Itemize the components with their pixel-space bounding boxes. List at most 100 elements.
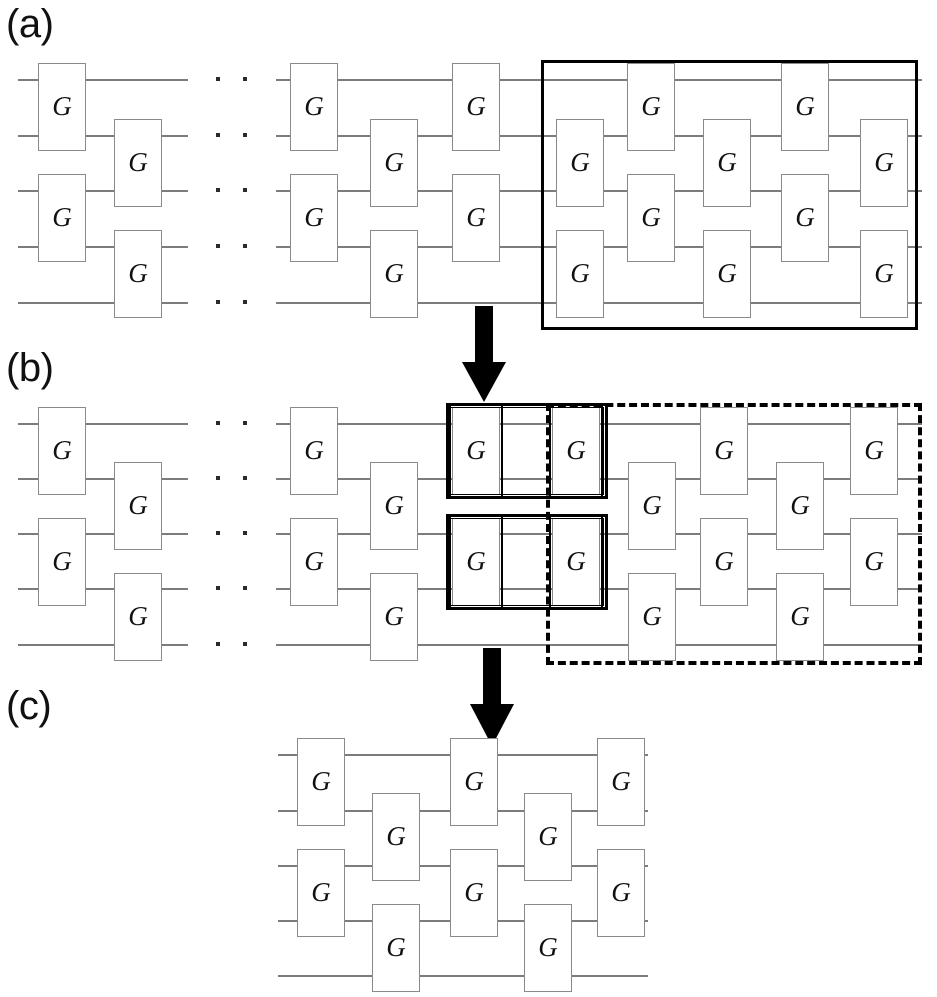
gate-label: G [384, 257, 404, 288]
gate-b-19: G [850, 518, 898, 606]
gate-a-17: G [781, 174, 829, 262]
ellipsis-dot-b-4 [216, 531, 220, 535]
ellipsis-dot-a-1 [243, 77, 247, 81]
ellipsis-dot-b-6 [216, 586, 220, 590]
gate-label: G [384, 489, 404, 520]
gate-b-7: G [370, 573, 418, 661]
gate-label: G [384, 146, 404, 177]
gate-label: G [874, 257, 894, 288]
gate-a-19: G [860, 230, 908, 318]
qubit-wire-b-4 [18, 644, 188, 646]
ellipsis-dot-a-5 [243, 188, 247, 192]
gate-label: G [466, 90, 486, 121]
double-outline-group-inner-1 [450, 518, 604, 606]
gate-a-7: G [370, 230, 418, 318]
panel-label-b: (b) [6, 346, 54, 390]
gate-label: G [566, 434, 586, 465]
ellipsis-dot-a-6 [216, 244, 220, 248]
gate-b-15: G [700, 518, 748, 606]
gate-label: G [52, 545, 72, 576]
gate-b-9: G [449, 515, 503, 609]
gate-a-16: G [781, 63, 829, 151]
ellipsis-dot-b-9 [243, 642, 247, 646]
gate-a-0: G [38, 63, 86, 151]
ellipsis-dot-a-2 [216, 133, 220, 137]
gate-label: G [311, 765, 331, 796]
gate-label: G [311, 876, 331, 907]
gate-label: G [52, 90, 72, 121]
gate-label: G [611, 876, 631, 907]
gate-b-1: G [38, 518, 86, 606]
ellipsis-dot-b-7 [243, 586, 247, 590]
gate-label: G [128, 600, 148, 631]
gate-b-6: G [370, 462, 418, 550]
gate-label: G [864, 545, 884, 576]
panel-b-dashed-region [546, 403, 922, 665]
gate-label: G [52, 434, 72, 465]
gate-label: G [795, 90, 815, 121]
ellipsis-dot-a-7 [243, 244, 247, 248]
gate-b-12: G [628, 462, 676, 550]
gate-label: G [717, 257, 737, 288]
gate-c-2: G [372, 793, 420, 881]
double-outline-group-inner-0 [450, 407, 604, 495]
gate-label: G [128, 146, 148, 177]
qubit-wire-b-0 [18, 423, 188, 425]
gate-c-0: G [297, 738, 345, 826]
gate-c-4: G [450, 738, 498, 826]
panel-a-highlight-box [541, 60, 918, 330]
gate-label: G [566, 545, 586, 576]
gate-label: G [466, 434, 486, 465]
gate-a-18: G [860, 119, 908, 207]
ellipsis-dot-a-0 [216, 77, 220, 81]
ellipsis-dot-a-9 [243, 300, 247, 304]
gate-label: G [128, 257, 148, 288]
gate-b-16: G [776, 462, 824, 550]
gate-label: G [570, 146, 590, 177]
gate-b-17: G [776, 573, 824, 661]
gate-a-6: G [370, 119, 418, 207]
double-outline-group-0 [446, 403, 608, 499]
gate-label: G [611, 765, 631, 796]
gate-label: G [714, 545, 734, 576]
ellipsis-dot-b-5 [243, 531, 247, 535]
panel-label-c: (c) [6, 684, 52, 728]
gate-b-8: G [449, 404, 503, 498]
gate-b-4: G [290, 407, 338, 495]
gate-label: G [642, 489, 662, 520]
qubit-wire-c-4 [278, 975, 648, 977]
gate-label: G [464, 765, 484, 796]
gate-c-3: G [372, 904, 420, 992]
gate-label: G [717, 146, 737, 177]
gate-c-7: G [524, 904, 572, 992]
gate-label: G [864, 434, 884, 465]
gate-a-15: G [703, 230, 751, 318]
arrow-a-to-b [462, 306, 506, 402]
gate-label: G [714, 434, 734, 465]
gate-b-18: G [850, 407, 898, 495]
gate-a-2: G [114, 119, 162, 207]
gate-b-2: G [114, 462, 162, 550]
gate-label: G [790, 600, 810, 631]
qubit-wire-a-4 [18, 302, 188, 304]
gate-a-10: G [556, 119, 604, 207]
gate-label: G [386, 931, 406, 962]
gate-label: G [384, 600, 404, 631]
gate-label: G [466, 545, 486, 576]
gate-c-6: G [524, 793, 572, 881]
gate-label: G [874, 146, 894, 177]
gate-label: G [128, 489, 148, 520]
gate-label: G [642, 600, 662, 631]
gate-label: G [304, 545, 324, 576]
gate-label: G [641, 201, 661, 232]
gate-a-11: G [556, 230, 604, 318]
gate-a-13: G [627, 174, 675, 262]
qubit-wire-b-9 [276, 644, 922, 646]
qubit-wire-a-1 [18, 135, 188, 137]
qubit-wire-b-1 [18, 478, 188, 480]
ellipsis-dot-b-0 [216, 421, 220, 425]
gate-a-1: G [38, 174, 86, 262]
gate-a-3: G [114, 230, 162, 318]
gate-label: G [304, 201, 324, 232]
gate-label: G [570, 257, 590, 288]
